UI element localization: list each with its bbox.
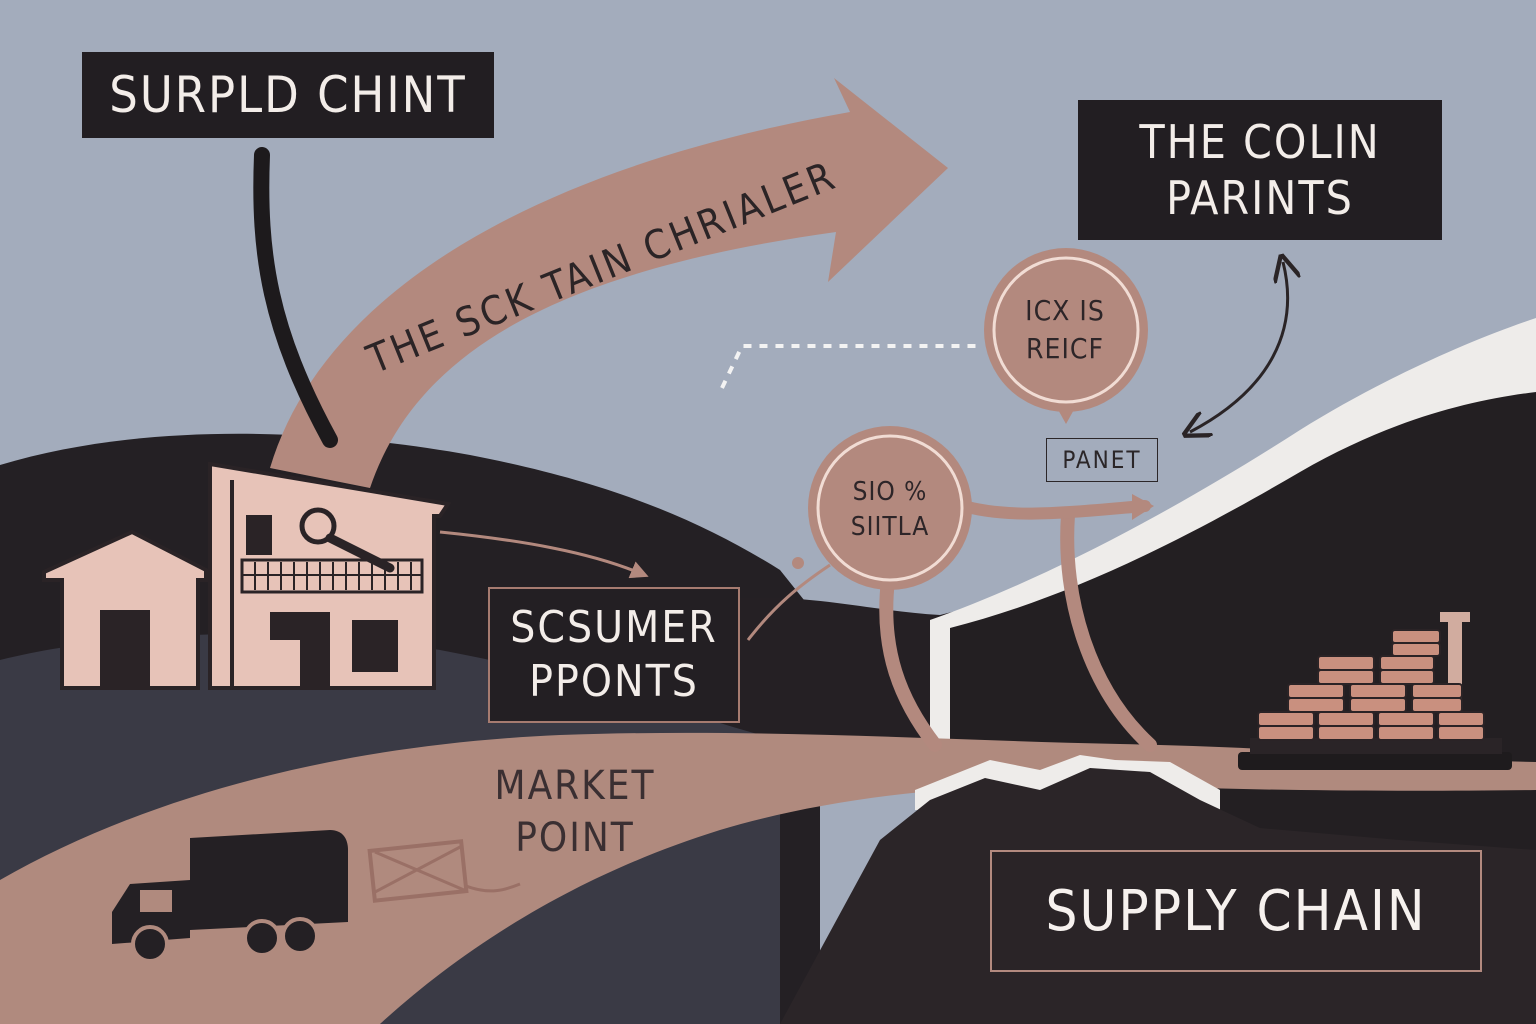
road xyxy=(0,732,1536,1024)
label-colin-parints: THE COLIN PARINTS xyxy=(1078,100,1442,240)
sio-line-2: SIITLA xyxy=(850,512,930,542)
bubble-icx-shape xyxy=(984,248,1148,424)
scsumer-line-2: PPONTS xyxy=(529,656,699,707)
coin-stack-icon xyxy=(1238,612,1512,770)
supply-text: SUPPLY CHAIN xyxy=(1045,878,1427,944)
colin-line-1: THE COLIN xyxy=(1139,114,1381,169)
double-arrow xyxy=(1190,262,1288,432)
sio-line-1: SIO % xyxy=(852,476,928,507)
label-supply-chain: SUPPLY CHAIN xyxy=(990,850,1482,972)
panet-tag: PANET xyxy=(1046,438,1158,482)
bubble-icx: ICX IS REICF xyxy=(985,260,1145,400)
label-scsumer-pponts: SCSUMER PPONTS xyxy=(488,587,740,723)
package-icon xyxy=(367,839,521,903)
market-line-2: POINT xyxy=(515,815,635,861)
connector-dot xyxy=(792,557,804,569)
consumer-connector xyxy=(746,563,831,641)
house-to-consumer-arrow xyxy=(439,530,649,579)
magnifier-icon xyxy=(299,507,395,573)
bubble-sio-shape xyxy=(808,426,972,590)
icx-line-2: REICF xyxy=(1026,332,1104,365)
bubble-stem-right xyxy=(1060,508,1157,752)
big-arrow xyxy=(270,78,948,488)
icx-line-1: ICX IS xyxy=(1025,294,1105,328)
market-line-1: MARKET xyxy=(494,763,656,809)
colin-line-2: PARINTS xyxy=(1166,171,1354,225)
scsumer-line-1: SCSUMER xyxy=(510,602,718,654)
bubble-stem-left xyxy=(879,573,942,752)
label-surpld-chint: SURPLD CHINT xyxy=(82,52,494,138)
truck-icon xyxy=(112,830,348,963)
connector-line xyxy=(253,147,338,448)
bubble-link-arrow xyxy=(954,499,1151,520)
bubble-sio: SIO % SIITLA xyxy=(810,430,970,590)
bubble-link-arrowhead xyxy=(1132,494,1154,520)
surpld-text: SURPLD CHINT xyxy=(109,66,467,124)
market-point-label: MARKET POINT xyxy=(455,760,695,864)
house-icon xyxy=(42,461,452,690)
